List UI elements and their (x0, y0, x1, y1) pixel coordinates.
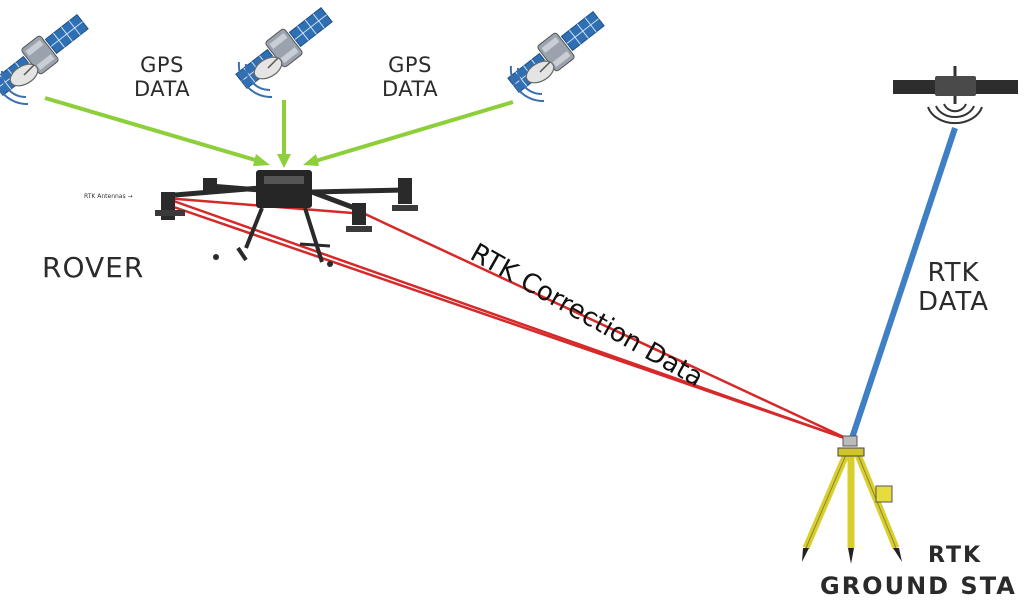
ground-station-label-line2: GROUND STA (820, 572, 1017, 600)
gps-data-label-left: GPS DATA (134, 53, 191, 101)
rtk-correction-links (164, 196, 851, 442)
ground-station-label-line1: RTK (928, 543, 983, 568)
satellite-icon-center (232, 2, 337, 97)
rtk-data-label: RTK DATA (918, 258, 989, 318)
rover-label: ROVER (42, 251, 145, 284)
tripod-icon (802, 435, 902, 564)
gps-data-links (44, 96, 514, 164)
drone-icon (155, 170, 418, 267)
satellite-icon-left (0, 9, 92, 104)
rtk-satellite-icon (893, 66, 1018, 125)
rtk-antennas-label: RTK Antennas → (84, 193, 133, 200)
gps-data-label-right: GPS DATA (382, 53, 439, 101)
gps-arrowheads (253, 154, 319, 168)
satellite-icon-right (504, 6, 609, 101)
rtk-data-link (848, 127, 958, 442)
